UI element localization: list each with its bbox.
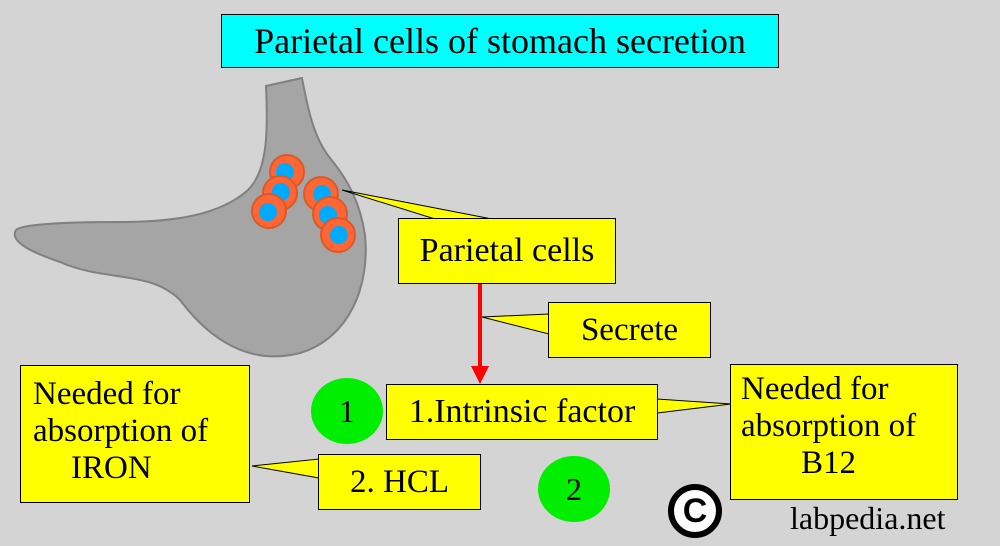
iron-note-line: Needed for [33,376,181,412]
b12-note-line: Needed for [741,371,889,407]
iron-note-line: absorption of [33,412,209,449]
b12-note-line: B12 [801,444,857,481]
iron-absorption-note: Needed for absorption of IRON [20,365,250,503]
parietal-cell [251,193,287,229]
secrete-label: Secrete [548,302,711,358]
b12-note-line: absorption of [741,407,917,444]
parietal-cell-cluster [251,154,356,253]
marker-one: 1 [311,378,383,444]
b12-callout-pointer [656,398,732,414]
secretion-arrow [471,284,489,384]
diagram-title: Parietal cells of stomach secretion [221,14,779,68]
site-watermark: labpedia.net [790,500,946,536]
iron-callout-pointer [251,458,320,479]
copyright-icon: C [668,484,722,538]
marker-two: 2 [538,456,610,522]
parietal-cells-label: Parietal cells [398,218,616,284]
parietal-cell [312,196,348,232]
iron-note-line: IRON [71,449,152,486]
parietal-callout-pointer [341,189,493,220]
secrete-callout-pointer [481,313,550,335]
intrinsic-factor-label: 1.Intrinsic factor [386,384,658,440]
parietal-cell [320,217,356,253]
b12-absorption-note: Needed for absorption of B12 [730,364,958,500]
stomach-shape [13,76,367,358]
hcl-label: 2. HCL [318,454,481,510]
